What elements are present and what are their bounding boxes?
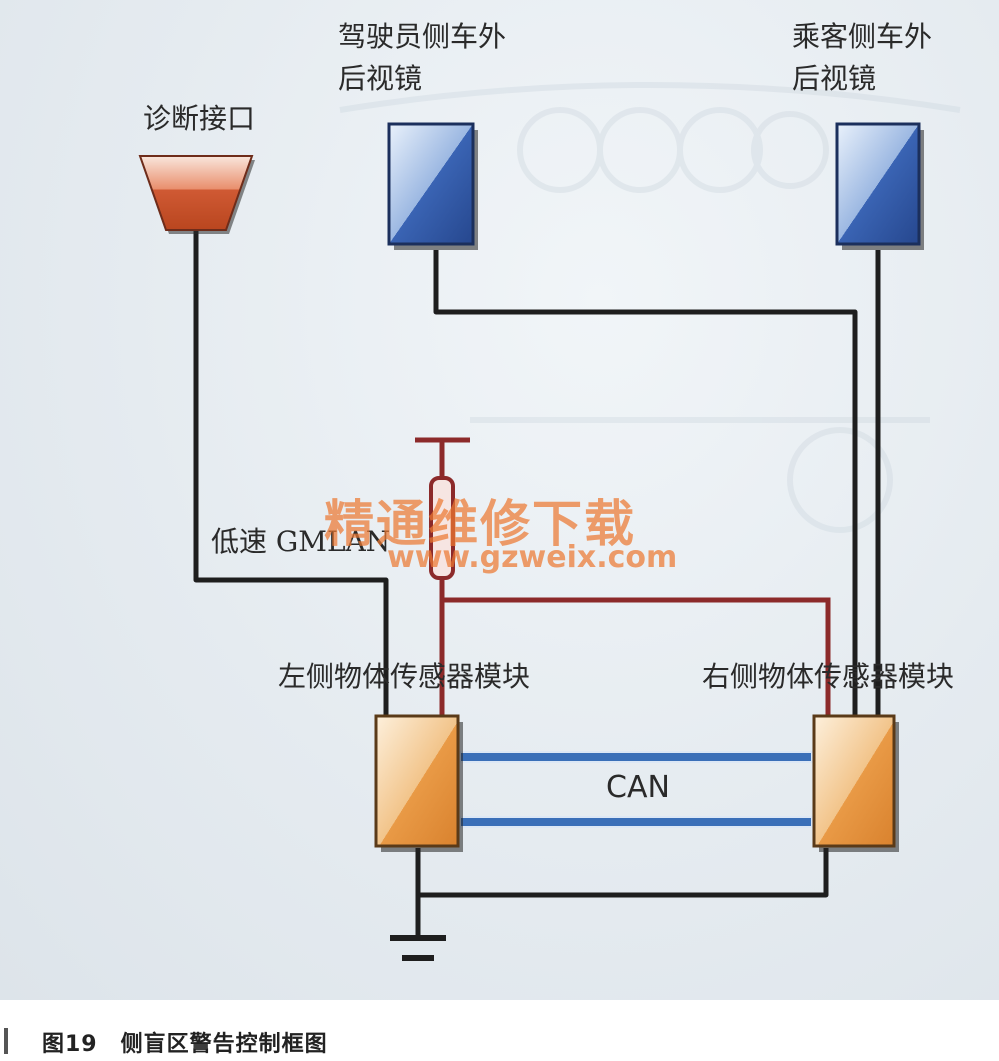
watermark-url: www.gzweix.com xyxy=(387,540,678,575)
can-label: CAN xyxy=(606,770,670,805)
driver-mirror-icon xyxy=(387,122,478,250)
passenger-mirror-icon xyxy=(835,122,924,250)
passenger-mirror-label: 乘客侧车外 后视镜 xyxy=(792,20,933,95)
wire-ground-bus xyxy=(415,848,829,898)
right-sensor-label: 右侧物体传感器模块 xyxy=(702,660,955,693)
gmlan-label: 低速 GMLAN xyxy=(211,525,391,558)
watermark-title: 精通维修下载 xyxy=(324,495,636,553)
diagnostic-port-icon xyxy=(138,155,255,234)
fuse-icon xyxy=(429,476,455,580)
diagnostic-port-label: 诊断接口 xyxy=(143,102,256,135)
left-sensor-module-icon xyxy=(374,714,463,852)
background-dashboard xyxy=(339,82,961,533)
black-wires xyxy=(193,228,881,935)
right-sensor-module-icon xyxy=(812,714,899,852)
driver-mirror-label: 驾驶员侧车外 后视镜 xyxy=(338,20,507,95)
left-sensor-label: 左侧物体传感器模块 xyxy=(278,660,531,693)
diagram-canvas xyxy=(138,82,961,961)
wire-driver-mirror xyxy=(433,250,858,720)
caption-text: 图19 侧盲区警告控制框图 xyxy=(42,1032,328,1057)
figure-caption: 图19 侧盲区警告控制框图 xyxy=(0,1006,999,1061)
block-diagram: 诊断接口 驾驶员侧车外 后视镜 乘客侧车外 后视镜 低速 GMLAN 左侧物体传… xyxy=(0,0,999,1000)
wire-gmlan xyxy=(193,228,389,720)
ground-icon xyxy=(390,935,446,961)
caption-marker xyxy=(4,1028,8,1054)
